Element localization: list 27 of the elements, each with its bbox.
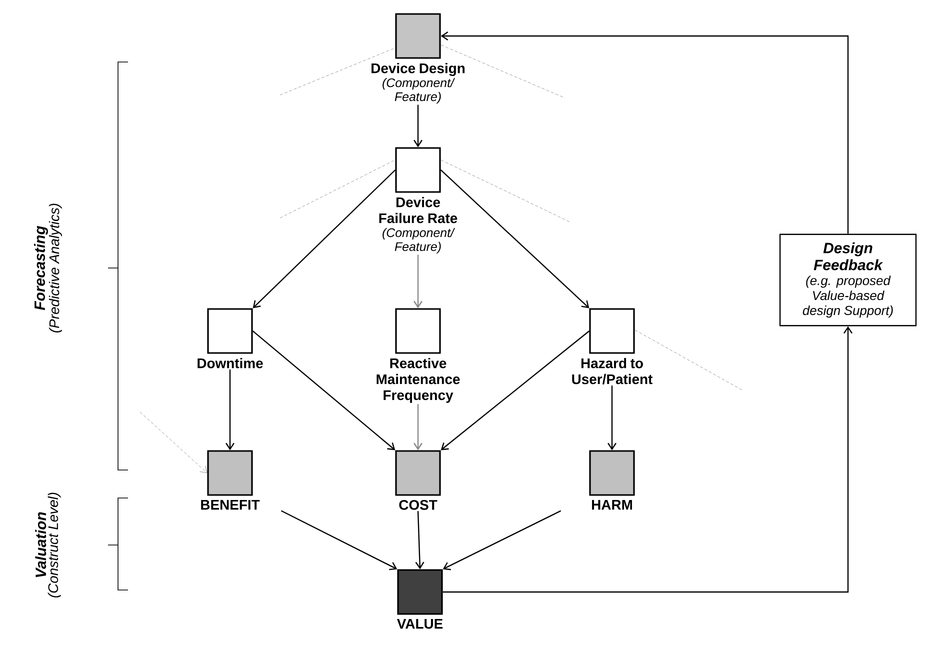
arrow: [440, 32, 849, 234]
node-label: Device Failure Rate (Component/ Feature): [379, 196, 458, 254]
node-label: Hazard to User/Patient: [572, 358, 653, 384]
node-label: Downtime: [198, 358, 263, 368]
arrow: [252, 170, 396, 308]
section-label: Forecasting (Predictive Analytics): [34, 204, 62, 332]
section-label: Valuation (Construct Level): [35, 492, 61, 598]
arrow: [440, 330, 590, 450]
arrow: [442, 510, 562, 570]
node-label: Device Design (Component/ Feature): [372, 62, 465, 104]
arrow: [226, 369, 234, 450]
arrow: [140, 412, 208, 473]
arrow: [414, 404, 422, 450]
node-label: BENEFIT: [201, 500, 260, 510]
arrow: [414, 254, 422, 308]
node-label: COST: [399, 500, 438, 510]
feedback-box: Design Feedback (e.g. proposed Value-based design Support): [779, 234, 917, 326]
node-label: VALUE: [396, 619, 443, 629]
arrow: [442, 326, 852, 593]
arrow: [414, 104, 422, 148]
arrow: [252, 330, 396, 450]
arrow: [280, 510, 398, 570]
arrow: [415, 511, 424, 570]
arrow: [608, 386, 616, 450]
node-label: Reactive Maintenance Frequency: [376, 358, 460, 403]
arrow: [440, 170, 590, 308]
node-label: HARM: [592, 500, 632, 510]
